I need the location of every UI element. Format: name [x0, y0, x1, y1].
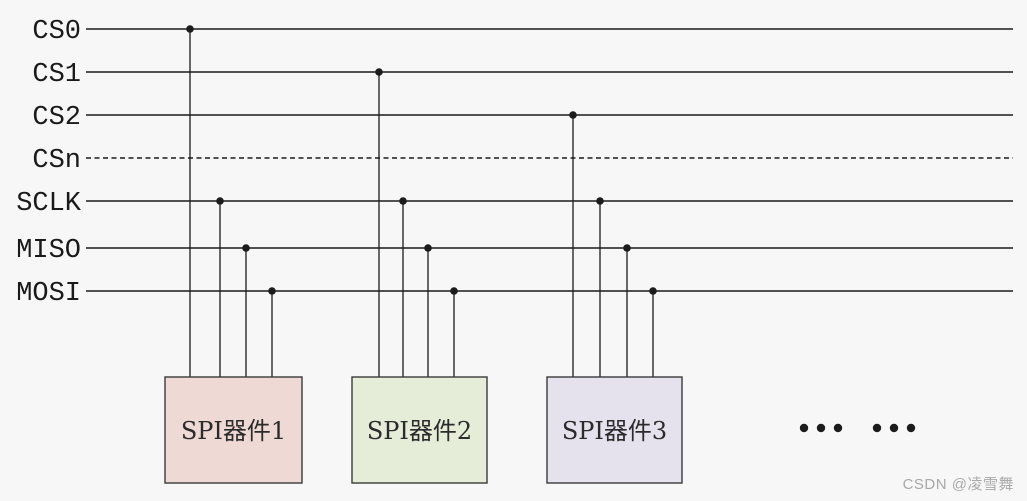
ellipsis-dot-group1 [833, 423, 843, 433]
ellipsis-dot-group2 [906, 423, 916, 433]
junction-dot-device1-miso [242, 244, 250, 252]
junction-dot-device3-cs2 [569, 111, 577, 119]
signal-label-cs0: CS0 [32, 17, 81, 47]
device-label-1: SPI器件1 [181, 417, 286, 445]
signal-label-cs2: CS2 [32, 103, 81, 133]
junction-dot-device2-sclk [399, 197, 407, 205]
ellipsis-dot-group2 [872, 423, 882, 433]
device-box-2 [351, 376, 488, 484]
junction-dot-device1-mosi [268, 287, 276, 295]
junction-dot-device2-miso [424, 244, 432, 252]
watermark: CSDN @凌雪舞 [902, 476, 1014, 493]
junction-dot-device3-miso [623, 244, 631, 252]
junction-dot-device1-sclk [216, 197, 224, 205]
junction-dot-device2-mosi [450, 287, 458, 295]
device-label-3: SPI器件3 [562, 417, 667, 445]
device-box-1 [164, 376, 303, 484]
junction-dot-device2-cs1 [375, 68, 383, 76]
signal-label-miso: MISO [16, 236, 81, 266]
junction-dot-device1-cs0 [186, 25, 194, 33]
signal-label-cs1: CS1 [32, 60, 81, 90]
signal-label-mosi: MOSI [16, 279, 81, 309]
device-label-2: SPI器件2 [367, 417, 472, 445]
device-box-3 [546, 376, 683, 484]
junction-dot-device3-sclk [596, 197, 604, 205]
ellipsis-dot-group1 [799, 423, 809, 433]
signal-label-csn: CSn [32, 146, 81, 176]
ellipsis-dot-group2 [889, 423, 899, 433]
ellipsis-dot-group1 [816, 423, 826, 433]
junction-dot-device3-mosi [649, 287, 657, 295]
signal-label-sclk: SCLK [16, 189, 82, 219]
